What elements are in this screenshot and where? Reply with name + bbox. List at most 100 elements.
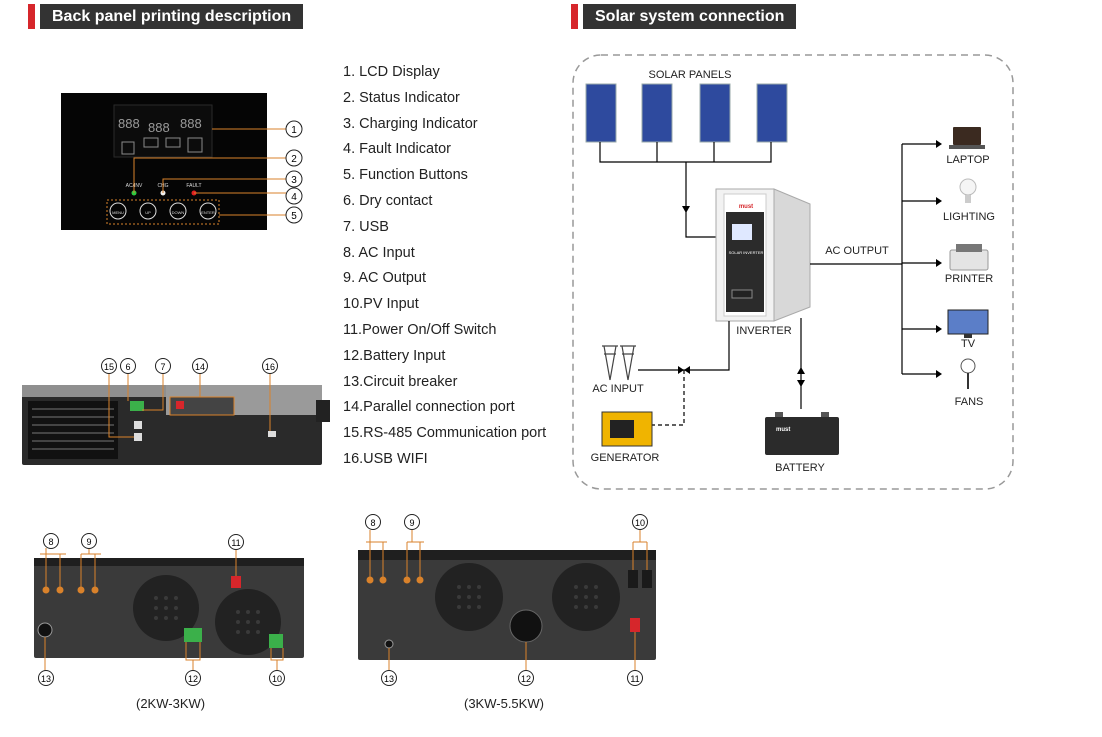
parallel-port[interactable] [169, 396, 235, 416]
svg-text:10: 10 [635, 518, 645, 528]
arrow-right-icon [936, 197, 942, 205]
lighting-icon [959, 178, 977, 203]
pv-terminal [628, 570, 638, 588]
battery-icon [765, 412, 839, 455]
callout-15: 15 [101, 358, 117, 374]
svg-text:9: 9 [409, 518, 414, 528]
solar-system-diagram: must SOLAR INVERTER must [572, 54, 1014, 490]
callout-line [406, 530, 424, 580]
usb-port[interactable] [134, 421, 142, 429]
callout-line [80, 548, 101, 590]
callout-2: 2 [285, 149, 303, 167]
inverter-icon [143, 137, 159, 148]
tv-label: TV [960, 338, 976, 350]
svg-text:2: 2 [291, 154, 297, 165]
svg-text:4: 4 [291, 192, 297, 203]
svg-text:12: 12 [521, 674, 531, 684]
header-accent-bar [28, 4, 35, 29]
fans-label: FANS [954, 396, 984, 408]
callout-12: 12 [518, 670, 534, 686]
callout-13: 13 [38, 670, 54, 686]
callout-14: 14 [192, 358, 208, 374]
legend-item: 7. USB [343, 218, 389, 235]
legend-item: 4. Fault Indicator [343, 141, 451, 158]
power-tower-icon [602, 345, 636, 381]
callout-line [185, 642, 201, 670]
diagram-frame [572, 54, 1014, 490]
down-button[interactable]: DOWN [169, 202, 187, 220]
caption-3kw-5kw: (3KW-5.5KW) [464, 696, 544, 711]
svg-text:DOWN: DOWN [172, 210, 185, 215]
callout-16: 16 [262, 358, 278, 374]
svg-text:7: 7 [160, 362, 165, 372]
callout-10: 10 [269, 670, 285, 686]
svg-text:13: 13 [384, 674, 394, 684]
bottom-right-unit-figure: 8 9 10 13 12 11 [358, 514, 656, 686]
legend-item: 9. AC Output [343, 270, 427, 287]
callout-line [108, 373, 134, 438]
battery-icon [165, 137, 181, 148]
callout-line [162, 178, 286, 193]
rs485-port[interactable] [134, 433, 142, 441]
legend-item: 6. Dry contact [343, 192, 433, 209]
solar-title: Solar system connection [583, 4, 797, 29]
side-panel-figure: 15 6 7 14 16 [22, 358, 330, 465]
fan-holes [457, 585, 598, 609]
arrow-down-icon [682, 206, 690, 213]
callout-11: 11 [627, 670, 643, 686]
legend-item: 16.USB WIFI [343, 450, 428, 467]
svg-text:6: 6 [125, 362, 130, 372]
svg-text:11: 11 [630, 674, 639, 684]
svg-text:ENTER: ENTER [201, 210, 215, 215]
usb-wifi-port[interactable] [268, 431, 276, 437]
legend-item: 15.RS-485 Communication port [343, 425, 547, 442]
printer-label: PRINTER [944, 273, 994, 285]
power-switch[interactable] [231, 576, 241, 588]
svg-text:3: 3 [291, 175, 297, 186]
inverter-model: SOLAR INVERTER [729, 250, 764, 255]
up-button[interactable]: UP [139, 202, 157, 220]
unit-top-edge [358, 550, 656, 560]
svg-text:16: 16 [265, 362, 275, 372]
fan-holes [154, 596, 260, 634]
fan-icon [960, 358, 976, 389]
legend-item: 3. Charging Indicator [343, 115, 478, 132]
arrow-right-icon [936, 259, 942, 267]
svg-text:UP: UP [145, 210, 151, 215]
load-icon [187, 137, 203, 153]
lcd-panel-figure: 888 888 888 AC/INV CHG FAULT MENU UP DOW… [61, 93, 303, 230]
battery-brand: must [776, 427, 790, 433]
laptop-label: LAPTOP [946, 154, 990, 166]
indicator-label: FAULT [186, 183, 201, 189]
arrow-right-icon [936, 325, 942, 333]
svg-text:13: 13 [41, 674, 51, 684]
callout-9: 9 [81, 533, 97, 549]
callout-3: 3 [285, 170, 303, 188]
generator-icon [601, 411, 653, 447]
callout-1: 1 [285, 120, 303, 138]
inverter-brand: must [739, 204, 753, 210]
legend-item: 1. LCD Display [343, 64, 440, 80]
side-knob [316, 400, 330, 422]
battery-terminal [184, 628, 202, 642]
dry-contact-port[interactable] [130, 401, 144, 411]
enter-button[interactable]: ENTER [199, 202, 217, 220]
arrow-up-icon [797, 367, 805, 374]
callout-13: 13 [381, 670, 397, 686]
caption-2kw-3kw: (2KW-3KW) [136, 696, 206, 711]
back-panel-header: Back panel printing description [28, 4, 304, 29]
circuit-breaker[interactable] [384, 639, 394, 649]
header-accent-bar [571, 4, 578, 29]
callout-5: 5 [285, 206, 303, 224]
menu-button[interactable]: MENU [109, 202, 127, 220]
arrow-left-icon [684, 366, 690, 374]
legend-item: 13.Circuit breaker [343, 373, 458, 390]
legend-list: 1. LCD Display 2. Status Indicator 3. Ch… [343, 60, 546, 473]
printer-icon [949, 244, 989, 271]
circuit-breaker[interactable] [37, 622, 53, 638]
solar-panels-label: SOLAR PANELS [648, 69, 732, 81]
power-switch[interactable] [630, 618, 640, 632]
callout-8: 8 [43, 533, 59, 549]
svg-text:15: 15 [104, 362, 114, 372]
legend-item: 11.Power On/Off Switch [343, 321, 497, 338]
